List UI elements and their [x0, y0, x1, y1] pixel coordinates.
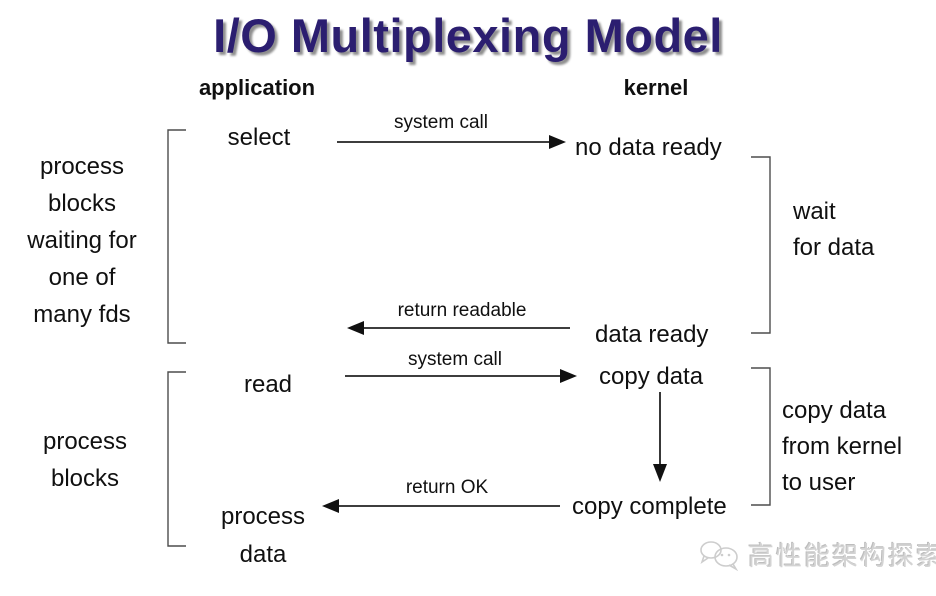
header-kernel: kernel — [623, 75, 689, 100]
left-bracket-select-icon — [167, 129, 186, 344]
node-select: select — [227, 124, 291, 151]
node-read: read — [243, 371, 293, 398]
arrow-right-system-call-2-icon — [345, 369, 577, 383]
node-copy-data: copy data — [599, 363, 704, 390]
right-bracket-copy-icon — [751, 367, 771, 506]
label-system-call-1: system call — [394, 112, 488, 133]
note-process-blocks-waiting: process blocks waiting for one of many f… — [27, 153, 137, 328]
left-bracket-read-icon — [167, 371, 186, 547]
watermark: 高性能架构探索 — [698, 536, 936, 573]
label-return-readable: return readable — [397, 300, 527, 321]
note-process-blocks: process blocks — [42, 428, 128, 492]
note-wait-for-data: wait for data — [793, 198, 875, 261]
node-process-data: process data — [220, 503, 306, 568]
arrow-down-copy-icon — [653, 392, 667, 482]
label-return-ok: return OK — [405, 477, 489, 498]
header-application: application — [198, 75, 316, 100]
arrow-right-system-call-1-icon — [337, 135, 566, 149]
node-no-data-ready: no data ready — [575, 134, 722, 161]
wechat-icon — [700, 540, 739, 571]
node-copy-complete: copy complete — [572, 493, 727, 520]
right-bracket-wait-icon — [751, 156, 771, 334]
arrow-left-return-readable-icon — [347, 321, 570, 335]
node-data-ready: data ready — [595, 321, 709, 348]
label-system-call-2: system call — [408, 349, 502, 370]
page-title: I/O Multiplexing Model — [213, 9, 723, 62]
note-copy-kernel-user: copy data from kernel to user — [782, 397, 903, 496]
watermark-text: 高性能架构探索 — [748, 541, 936, 571]
arrow-left-return-ok-icon — [322, 499, 560, 513]
